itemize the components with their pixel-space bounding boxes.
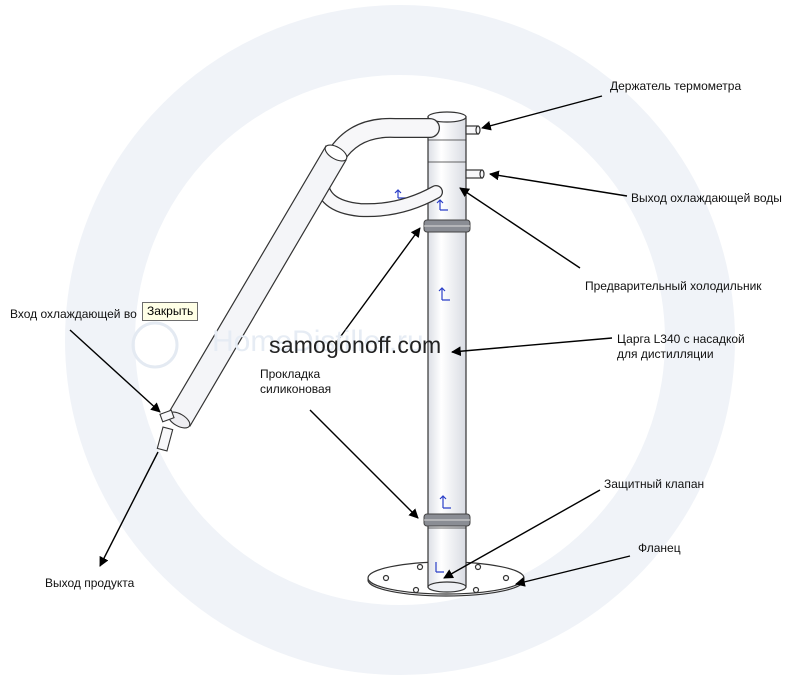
cooling-water-inlet-nozzle — [159, 409, 175, 423]
arrow-tsarga — [451, 337, 613, 357]
blue-axis-markers — [394, 189, 451, 573]
arrow-pre-cooler — [459, 187, 581, 269]
label-thermometer-holder: Держатель термометра — [610, 79, 742, 93]
label-cooling-water-in: Вход охлаждающей во — [10, 307, 137, 321]
pre-cooler-pipe — [314, 171, 443, 218]
label-pre-cooler: Предварительный холодильник — [585, 279, 762, 293]
label-gasket-line2: силиконовая — [260, 382, 332, 396]
label-product-out: Выход продукта — [45, 576, 135, 590]
arrow-safety-valve — [443, 489, 601, 579]
label-tsarga-line1: Царга L340 с насадкой — [617, 332, 745, 346]
label-tsarga-line2: для дистилляции — [617, 347, 714, 361]
arrow-gasket-upper — [337, 227, 421, 341]
arrow-thermometer-holder — [481, 95, 603, 131]
arrow-cooling-water-out — [489, 170, 628, 197]
label-flange: Фланец — [638, 541, 681, 555]
label-safety-valve: Защитный клапан — [604, 477, 705, 491]
background-watermark-emblem — [65, 5, 735, 675]
condenser-tube — [167, 144, 348, 429]
vapor-pipe — [326, 117, 440, 166]
arrow-cooling-water-in — [69, 329, 161, 413]
arrow-flange — [515, 555, 631, 587]
silicone-gasket-lower — [423, 513, 471, 527]
thermometer-holder — [465, 125, 481, 135]
arrow-gasket-lower — [309, 409, 419, 519]
silicone-gasket-upper — [423, 219, 471, 233]
product-outlet-nozzle — [156, 426, 174, 452]
cooling-water-outlet-nozzle — [465, 169, 485, 179]
homedistiller-watermark: HomeDistiller.ru — [212, 325, 424, 358]
background-watermark-circle-icon — [131, 321, 179, 369]
label-gasket-line1: Прокладка — [260, 367, 321, 381]
samogonoff-watermark: samogonoff.com — [269, 332, 442, 358]
close-tooltip[interactable]: Закрыть — [142, 302, 199, 321]
label-cooling-water-out: Выход охлаждающей воды — [631, 191, 782, 205]
callout-arrows — [69, 95, 631, 587]
arrow-product-out — [99, 451, 159, 567]
